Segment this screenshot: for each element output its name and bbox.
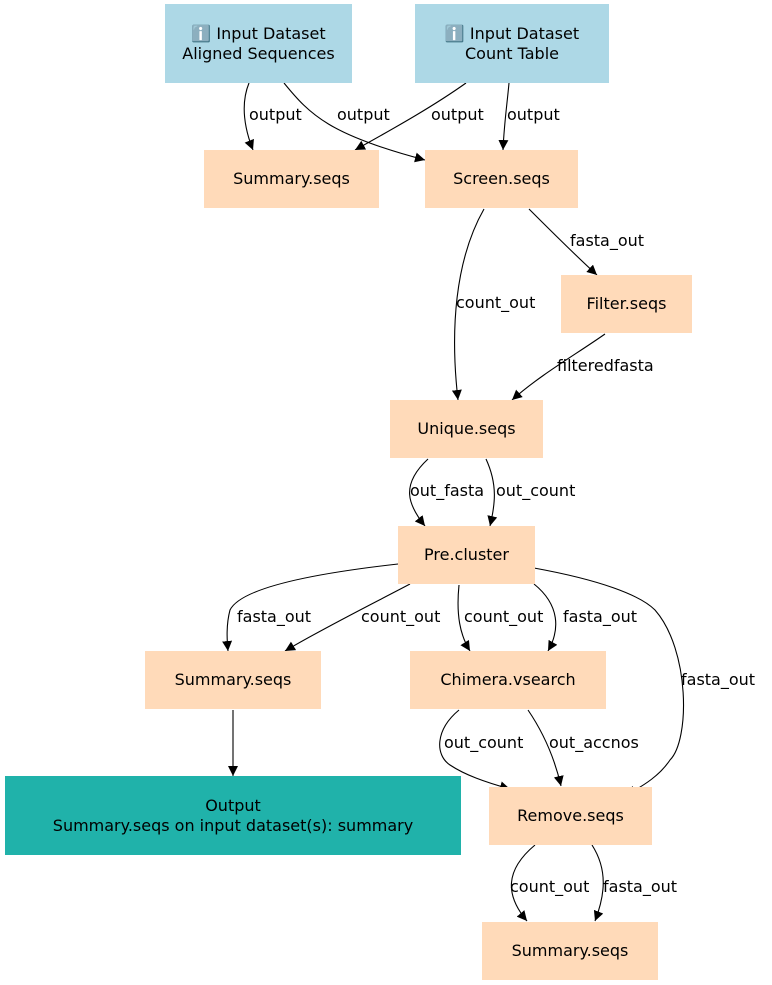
node-label: Chimera.vsearch	[440, 670, 576, 689]
info-icon: ℹ️	[444, 23, 465, 43]
node-title: Output	[205, 795, 261, 815]
node-pre-cluster[interactable]: Pre.cluster	[398, 526, 535, 584]
edge-label: count_out	[510, 877, 590, 896]
node-screen-seqs[interactable]: Screen.seqs	[425, 150, 578, 208]
edge-precluster-fasta-to-summary2	[222, 563, 399, 652]
edge-filter-to-unique	[511, 333, 606, 401]
node-summary-seqs-2[interactable]: Summary.seqs	[145, 651, 321, 709]
edge-input-aligned-to-summary1	[243, 82, 254, 151]
edge-label: fasta_out	[570, 231, 645, 250]
edge-label: output	[507, 105, 560, 124]
edge-remove-fasta-out	[591, 844, 604, 922]
node-title: Input Dataset	[469, 23, 580, 43]
edge-screen-to-filter	[528, 208, 598, 276]
node-label: Summary.seqs	[233, 169, 350, 188]
edge-label: output	[431, 105, 484, 124]
edge-input-count-to-summary1	[354, 82, 467, 151]
edge-label: fasta_out	[237, 607, 312, 626]
node-subtitle: Summary.seqs on input dataset(s): summar…	[52, 815, 414, 835]
node-label: Screen.seqs	[453, 169, 550, 188]
node-chimera-vsearch[interactable]: Chimera.vsearch	[410, 651, 606, 709]
node-remove-seqs[interactable]: Remove.seqs	[489, 787, 652, 845]
edge-label: fasta_out	[563, 607, 638, 626]
edge-remove-count-out	[510, 844, 536, 922]
node-label: Pre.cluster	[424, 545, 509, 564]
edge-label: count_out	[464, 607, 544, 626]
edge-label: output	[337, 105, 390, 124]
edge-label: filteredfasta	[557, 356, 654, 375]
edge-label: fasta_out	[681, 670, 756, 689]
edge-label: out_fasta	[410, 481, 485, 500]
edge-precluster-count-to-summary2	[284, 583, 411, 652]
node-output-summary[interactable]: Output Summary.seqs on input dataset(s):…	[5, 776, 461, 855]
edge-unique-out-count	[485, 458, 498, 527]
node-label: Filter.seqs	[586, 294, 667, 313]
node-subtitle: Aligned Sequences	[182, 43, 335, 63]
node-label: Summary.seqs	[511, 941, 629, 960]
edge-label: fasta_out	[603, 877, 678, 896]
node-unique-seqs[interactable]: Unique.seqs	[390, 400, 543, 458]
edge-precluster-fasta-to-remove	[533, 567, 685, 796]
node-summary-seqs-1[interactable]: Summary.seqs	[204, 150, 379, 208]
node-input-count-table[interactable]: ℹ️ Input Dataset Count Table	[415, 4, 609, 83]
edge-label: count_out	[456, 293, 536, 312]
node-filter-seqs[interactable]: Filter.seqs	[561, 275, 692, 333]
node-label: Unique.seqs	[417, 419, 516, 438]
edge-precluster-fasta-to-chimera	[533, 583, 558, 652]
node-title: Input Dataset	[216, 23, 326, 43]
edge-input-aligned-to-screen	[283, 82, 426, 163]
edge-label: count_out	[361, 607, 441, 626]
node-summary-seqs-3[interactable]: Summary.seqs	[482, 922, 658, 980]
edge-input-count-to-screen	[498, 82, 510, 151]
info-icon: ℹ️	[191, 23, 212, 43]
node-label: Remove.seqs	[517, 806, 624, 825]
node-input-aligned-sequences[interactable]: ℹ️ Input Dataset Aligned Sequences	[165, 4, 352, 83]
node-subtitle: Count Table	[465, 43, 559, 63]
edge-unique-out-fasta	[409, 458, 429, 527]
edge-label: out_count	[496, 481, 576, 500]
edge-precluster-count-to-chimera	[457, 584, 471, 652]
edge-label: output	[249, 105, 302, 124]
edge-label: out_count	[444, 733, 524, 752]
node-label: Summary.seqs	[174, 670, 292, 689]
edge-screen-to-unique	[451, 208, 485, 401]
edge-chimera-out-accnos	[527, 709, 564, 787]
edge-chimera-out-count	[439, 709, 511, 792]
edge-label: out_accnos	[549, 733, 639, 752]
